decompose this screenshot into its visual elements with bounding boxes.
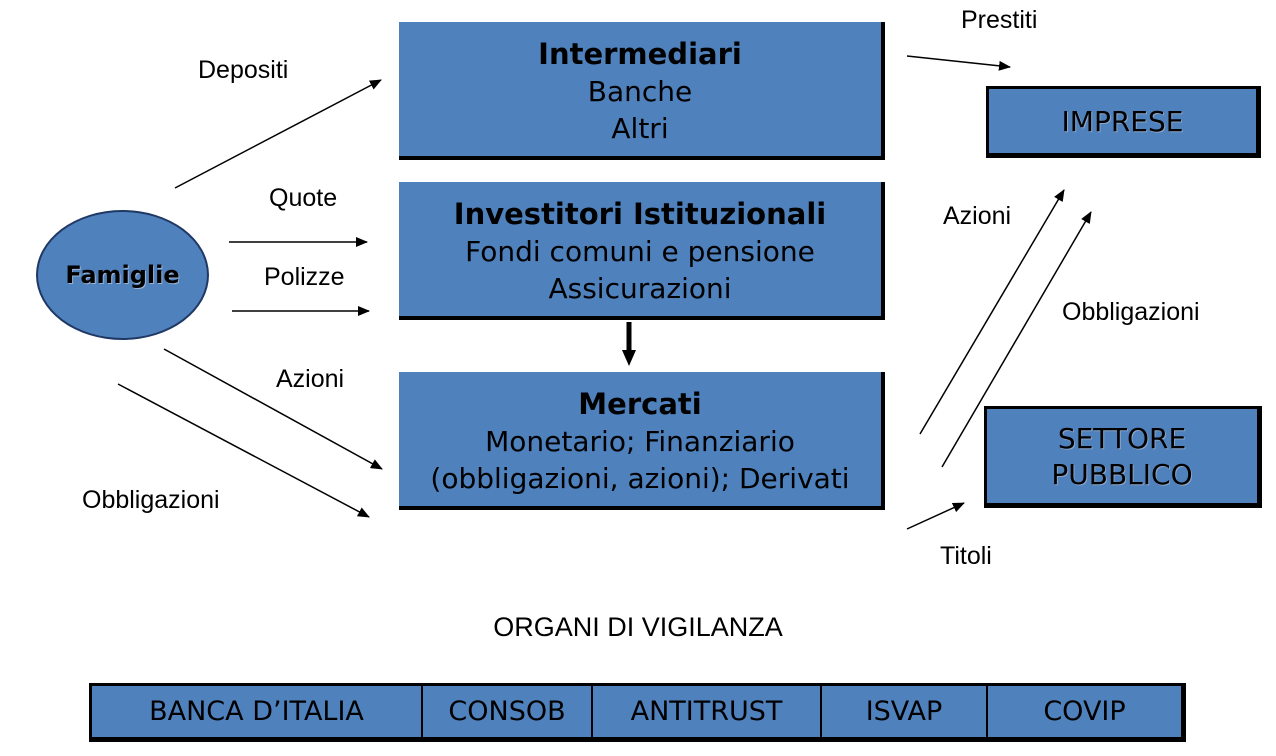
titoli-label: Titoli xyxy=(940,542,992,570)
investitori-line-1: Fondi comuni e pensione xyxy=(465,235,815,268)
investitori-box: Investitori Istituzionali Fondi comuni e… xyxy=(399,182,885,320)
azioni-right-arrow xyxy=(919,189,1065,435)
organ-antitrust: ANTITRUST xyxy=(593,686,822,737)
famiglie-node: Famiglie xyxy=(36,210,209,340)
intermediari-line-2: Altri xyxy=(611,112,669,145)
obbligazioni-left-label: Obbligazioni xyxy=(82,486,220,514)
settore-pubblico-line-2: PUBBLICO xyxy=(1051,458,1193,491)
imprese-label: IMPRESE xyxy=(1061,105,1184,138)
depositi-arrow xyxy=(174,79,382,189)
obbligazioni-left-arrow xyxy=(117,383,370,518)
intermediari-line-1: Banche xyxy=(587,75,693,108)
azioni-right-label: Azioni xyxy=(943,202,1012,230)
vigilanza-bar: BANCA D’ITALIA CONSOB ANTITRUST ISVAP CO… xyxy=(89,683,1186,742)
mercati-line-1: Monetario; Finanziario xyxy=(485,425,795,458)
titoli-arrow xyxy=(906,502,965,530)
azioni-left-arrow xyxy=(163,348,383,470)
mercati-line-2: (obbligazioni, azioni); Derivati xyxy=(430,462,850,495)
intermediari-title: Intermediari xyxy=(538,37,742,71)
azioni-left-label: Azioni xyxy=(276,365,345,393)
vigilanza-title: ORGANI DI VIGILANZA xyxy=(493,612,783,642)
investitori-line-2: Assicurazioni xyxy=(548,272,732,305)
settore-pubblico-box: SETTORE PUBBLICO xyxy=(984,406,1262,508)
polizze-label: Polizze xyxy=(264,263,345,291)
organ-consob: CONSOB xyxy=(423,686,593,737)
settore-pubblico-line-1: SETTORE xyxy=(1057,422,1187,455)
investitori-title: Investitori Istituzionali xyxy=(453,197,827,231)
obbligazioni-right-label: Obbligazioni xyxy=(1062,298,1200,326)
famiglie-label: Famiglie xyxy=(65,261,180,289)
obbligazioni-right-arrow xyxy=(941,211,1092,468)
depositi-label: Depositi xyxy=(198,56,289,84)
organ-banca-italia: BANCA D’ITALIA xyxy=(92,686,423,737)
mercati-box: Mercati Monetario; Finanziario (obbligaz… xyxy=(399,372,885,510)
intermediari-box: Intermediari Banche Altri xyxy=(399,22,885,160)
quote-label: Quote xyxy=(269,184,338,212)
prestiti-label: Prestiti xyxy=(961,6,1038,34)
organ-covip: COVIP xyxy=(1043,696,1126,727)
organ-isvap: ISVAP xyxy=(822,686,988,737)
imprese-box: IMPRESE xyxy=(986,86,1261,158)
mercati-title: Mercati xyxy=(578,387,702,421)
prestiti-arrow xyxy=(906,55,1011,71)
